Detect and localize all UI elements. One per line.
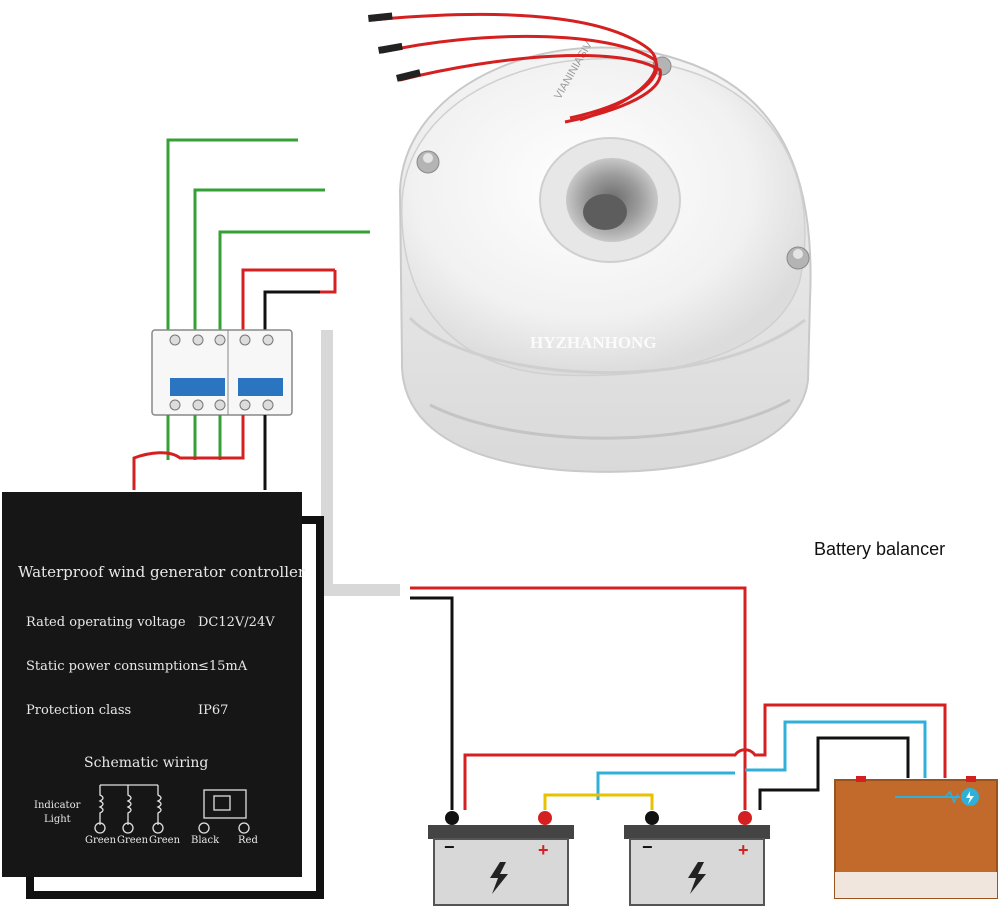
negative-wire [758,736,910,810]
battery: − + [624,811,770,906]
bolt-icon [416,150,440,174]
controller-title: Waterproof wind generator controller [18,563,306,581]
terminal-label: Red [238,835,258,846]
battery: − + [428,811,574,906]
lightning-icon [490,862,508,894]
indicator-label: Indicator [34,800,81,811]
battery-positive-symbol: + [538,840,549,860]
spec-value-protection: IP67 [198,703,228,718]
wire-terminal [395,69,421,82]
positive-wire [241,268,335,340]
link-wire [543,793,654,810]
spec-label-protection: Protection class [26,703,131,718]
positive-wire [463,703,947,810]
positive-wire [410,586,747,810]
terminal-label: Green [85,835,117,846]
phase-wire-2 [193,188,325,340]
positive-wire [320,270,337,294]
battery-cable [321,330,400,596]
balancer-label: Battery balancer [814,539,945,559]
generator-seam-lower [429,398,791,440]
wire-terminal [378,42,403,54]
terminal-icon [94,822,250,834]
terminal-label: Green [117,835,149,846]
coil-icon [98,784,247,825]
generator-output-leads [371,12,662,124]
schematic-title: Schematic wiring [84,755,208,771]
battery-negative-symbol: − [642,837,653,857]
phase-wire-1 [166,138,298,340]
circuit-breaker [151,329,293,416]
battery-balancer [834,776,998,899]
spec-label-power: Static power consumption [26,659,199,674]
negative-wire [410,596,454,810]
indicator-label: Light [44,814,71,825]
battery-negative-symbol: − [444,837,455,857]
terminal-label: Green [149,835,181,846]
wind-generator: VIANINIASIV HYZHANHONG [368,12,812,473]
balance-wire [745,720,927,778]
generator-watermark: HYZHANHONG [530,333,657,352]
controller-body [2,492,302,877]
dc-wires-top [241,268,337,340]
terminal-label: Black [191,835,220,846]
wind-controller: Waterproof wind generator controller Rat… [2,492,324,899]
bolt-icon [786,246,810,270]
battery-wiring [410,586,947,810]
negative-wire [263,290,320,340]
phase-wires [166,138,370,340]
battery-shield-icon [961,788,979,806]
balance-wire [596,771,735,800]
spec-value-voltage: DC12V/24V [198,615,275,630]
spec-value-power: ≤15mA [198,659,248,674]
lightning-icon [688,862,706,894]
phase-wire-3 [218,230,370,340]
generator-shaft [583,194,627,230]
generator-seam [408,316,806,375]
wire-terminal [368,12,393,22]
battery-positive-symbol: + [738,840,749,860]
controller-input-wires [132,415,267,490]
spec-label-voltage: Rated operating voltage [26,615,186,630]
